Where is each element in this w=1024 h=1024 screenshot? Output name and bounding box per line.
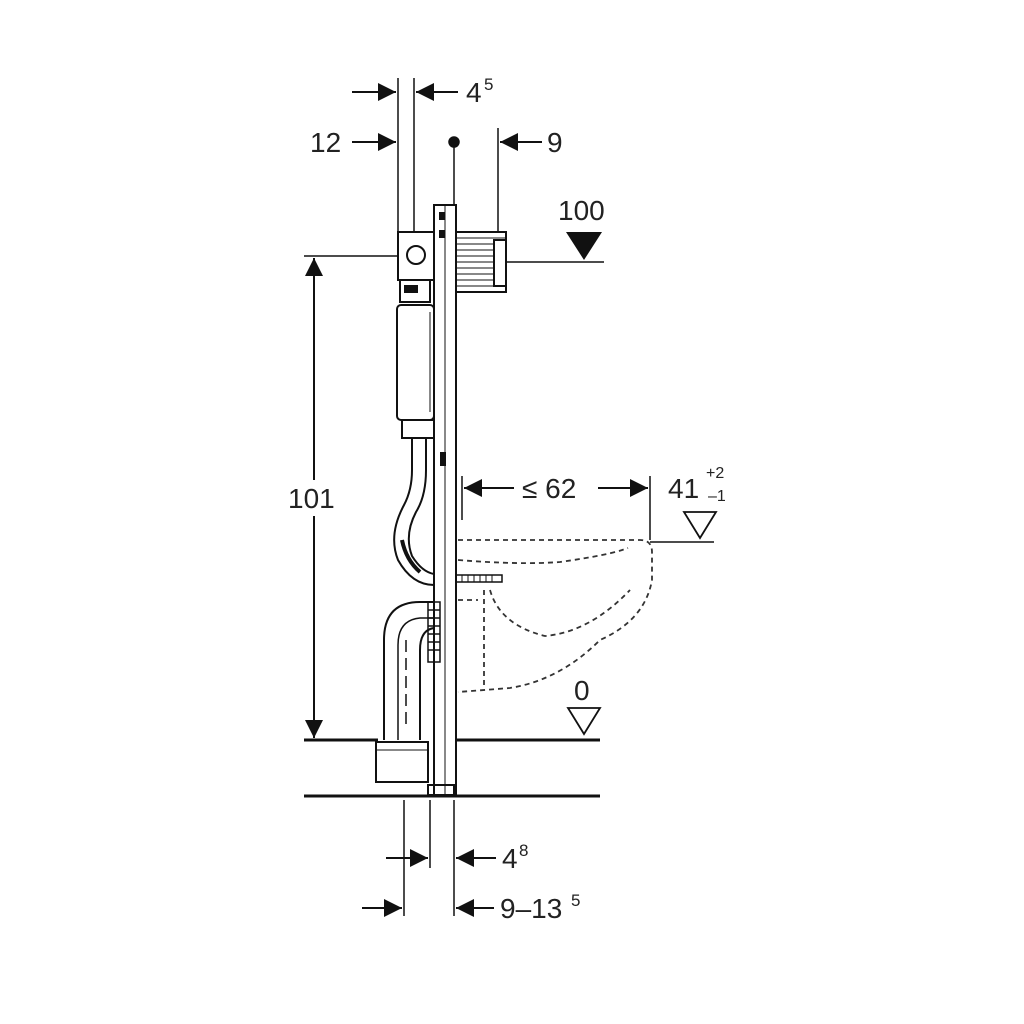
level-marker-floor: 0 (566, 675, 602, 736)
dim-height: 101 (288, 483, 335, 514)
cistern-valve (396, 231, 435, 439)
dimension-bottom-gap: 4 8 (386, 841, 528, 874)
dim-top-gap-base: 4 (466, 77, 482, 108)
level-marker-seat: 41 +2 –1 (668, 465, 726, 540)
level-marker-100: 100 (558, 195, 605, 260)
mounting-frame (427, 204, 457, 796)
dim-projection: ≤ 62 (522, 473, 576, 504)
wc-bowl-outline (457, 539, 653, 693)
dim-left-offset: 12 (310, 127, 341, 158)
dim-seat-plus: +2 (706, 465, 724, 482)
dim-bottom-gap-base: 4 (502, 843, 518, 874)
flush-pipe (393, 438, 435, 586)
fixing-bolt (455, 574, 503, 583)
dim-top-level: 100 (558, 195, 605, 226)
dimension-height: 101 (286, 258, 344, 738)
dim-bottom-range-sup: 5 (571, 891, 580, 910)
dim-right-offset: 9 (547, 127, 563, 158)
svg-text:4: 4 (466, 77, 482, 108)
drain-elbow (375, 601, 441, 783)
top-extension-lines (397, 78, 499, 232)
dim-floor-level: 0 (574, 675, 590, 706)
dimension-right-offset: 9 (500, 127, 563, 158)
dimension-left-offset: 12 (310, 127, 396, 158)
dim-bottom-gap-sup: 8 (519, 841, 528, 860)
dim-seat-minus: –1 (708, 488, 726, 505)
dimension-bottom-range: 9–13 5 (362, 891, 580, 924)
wall-bracket (455, 231, 507, 293)
dim-seat-base: 41 (668, 473, 699, 504)
reference-lines (304, 255, 714, 798)
dim-top-gap-sup: 5 (484, 75, 493, 94)
dim-bottom-range-base: 9–13 (500, 893, 562, 924)
dimension-top-gap: 4 5 (352, 75, 493, 108)
dimension-projection: ≤ 62 (461, 473, 651, 540)
